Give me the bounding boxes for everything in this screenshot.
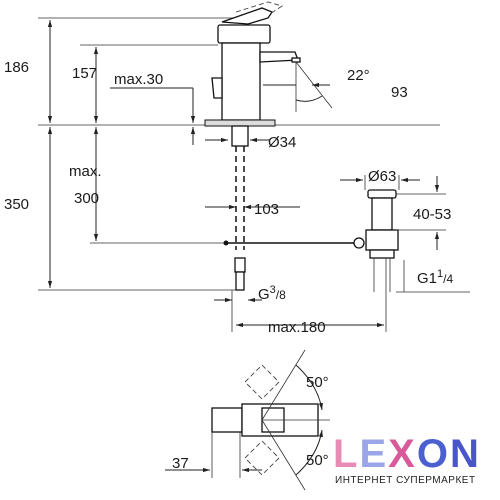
dim-angle-22: 22° [347, 67, 370, 84]
dim-spout-reach: 93 [391, 84, 408, 101]
brand-tagline: ИНТЕРНЕТ СУПЕРМАРКЕТ [335, 475, 476, 486]
dim-thread-g38: G3/8 [258, 284, 286, 303]
drain-assembly [340, 175, 470, 293]
dim-max-300: 300 [74, 190, 99, 207]
dim-height-total: 186 [4, 59, 29, 76]
dim-angle-50-top: 50° [306, 374, 329, 391]
brand-letter: O [416, 432, 450, 476]
dim-angle-50-bottom: 50° [306, 452, 329, 469]
dim-hole-diameter: Ø34 [268, 134, 296, 151]
dim-depth-350: 350 [4, 196, 29, 213]
dim-height-spout: 157 [72, 65, 97, 82]
dim-max-180: max.180 [268, 319, 326, 336]
dim-max-label: max. [69, 163, 102, 180]
dim-offset-103: 103 [254, 201, 279, 218]
brand-letter: L [333, 432, 360, 476]
top-view [165, 349, 330, 491]
vertical-dimension-lines [47, 20, 196, 288]
dim-drain-range: 40-53 [413, 206, 451, 223]
brand-letter: E [359, 432, 389, 476]
faucet-body [204, 1, 358, 291]
brand-letter: X [388, 432, 417, 476]
dim-drain-diameter: Ø63 [368, 168, 396, 185]
brand-letter: N [449, 432, 481, 476]
lexon-watermark-logo: LEXON ИНТЕРНЕТ СУПЕРМАРКЕТ [333, 432, 493, 494]
brand-wordmark: LEXON [333, 432, 481, 476]
dim-37: 37 [172, 455, 189, 472]
dim-thread-g1: G11/4 [417, 268, 453, 287]
dim-max-30: max.30 [114, 71, 163, 88]
horizontal-dimension-lines [205, 82, 387, 332]
